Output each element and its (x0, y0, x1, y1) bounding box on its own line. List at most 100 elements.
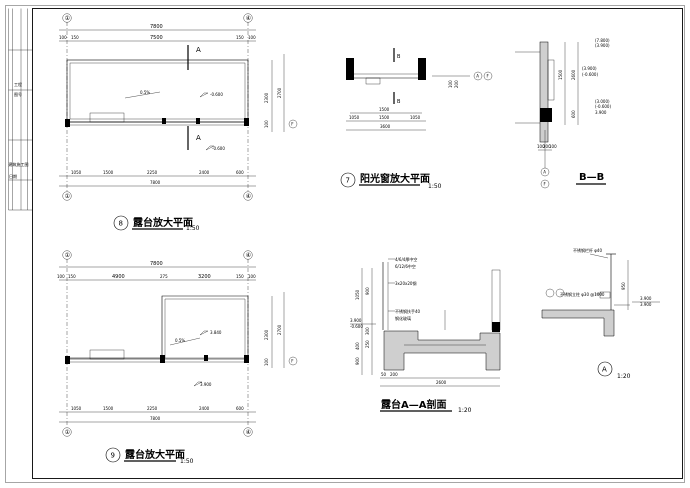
slab (540, 108, 552, 122)
dim-text: 2700 (277, 87, 282, 98)
dim-text: 1050 (349, 115, 360, 120)
parapet-section (541, 309, 615, 337)
slab-section (383, 330, 501, 371)
dim-text: 2250 (147, 170, 158, 175)
grid-bubble-1-bottom (62, 191, 72, 201)
level-label: 3.840 (210, 330, 222, 335)
dim-text: 1500 (379, 115, 390, 120)
dim-text: 300 (365, 327, 370, 335)
grid-bubble-f (288, 119, 298, 129)
dim-text: 2300 (264, 329, 269, 340)
dim-text: 2400 (199, 170, 210, 175)
drawing-title: 阳光窗放大平面 (360, 172, 430, 185)
dim-total: 3600 (380, 124, 391, 129)
note-text: 不锈钢栏杆 φ40 (573, 247, 602, 253)
grid-label: ④ (246, 429, 251, 436)
level-label: 3.900 (200, 382, 212, 387)
dim-text: 600 (236, 406, 244, 411)
section-b-b: 1500 2600 600 (7.800) (3.900) (3.000) (-… (515, 38, 611, 189)
planter (89, 349, 125, 360)
grid-bubble-f (540, 179, 550, 189)
level-label: 3.900 (640, 302, 652, 307)
grid-label: ④ (246, 193, 251, 200)
section-mark: B (397, 54, 401, 60)
dim-text: 2300 (264, 92, 269, 103)
drawing-title: 露台放大平面 (125, 448, 185, 461)
wall-post (162, 118, 166, 124)
window-plan-7: B B A F 100 200 1500 1050 1500 1050 3600… (340, 48, 493, 190)
grid-label: F (291, 122, 294, 127)
wall-post (196, 118, 200, 124)
drawing-scale: 1:20 (458, 407, 472, 414)
level-label: -0.600 (350, 324, 363, 329)
grid-bubble-1-bottom (62, 427, 72, 437)
drawing-scale: 1:50 (186, 225, 200, 232)
dim-text: 100 (448, 80, 453, 88)
grid-bubble-f (483, 71, 493, 81)
outer-border (5, 5, 685, 483)
dim-text: 100 (537, 144, 545, 149)
grid-label: A (476, 74, 479, 79)
drawing-scale: 1:20 (617, 373, 631, 380)
dim-text: 200 (454, 80, 459, 88)
dim-text: 100 (59, 35, 67, 40)
level-label: -0.600 (210, 92, 223, 97)
level-label: -0.600 (212, 146, 225, 151)
dim-total: 7800 (150, 180, 161, 185)
drawing-number-circle (105, 447, 121, 463)
dim-text: 150 (236, 35, 244, 40)
drawing-number-circle (113, 215, 129, 231)
dim-total: 7800 (150, 416, 161, 421)
plan-9: ① ④ ① ④ 7800 100 150 4900 275 3200 150 1… (57, 250, 298, 465)
dim-text: 250 (365, 340, 370, 348)
dim-text: 900 (365, 287, 370, 295)
wall-post (204, 355, 208, 361)
level-label: (3.900) (582, 66, 597, 71)
callout-circle (555, 288, 565, 298)
dim-text: 200 (543, 144, 551, 149)
title-block: 工程 图号 建筑施工图 日期 (8, 8, 33, 211)
detail-a: 950 不锈钢栏杆 φ40 不锈钢立柱 φ30 @1000 3.900 3.90… (541, 247, 660, 380)
grid-label: ① (65, 193, 70, 200)
inner-border (32, 8, 683, 479)
slope-label: 0.5% (175, 338, 185, 343)
grid-bubble-4-bottom (243, 191, 253, 201)
terrace-inner (69, 62, 246, 120)
grid-label: ① (65, 429, 70, 436)
dim-text: 200 (390, 372, 398, 377)
wall-section (539, 41, 549, 143)
wall (346, 58, 354, 80)
note-text: 6/12/6中空 (395, 263, 416, 269)
terrace-outline (66, 59, 249, 123)
titleblock-text-2: 图号 (14, 91, 22, 97)
grid-label: F (291, 359, 294, 364)
wall-post (65, 356, 70, 364)
grid-label: ④ (246, 252, 251, 259)
grid-label: F (544, 182, 547, 187)
detail-label: A (602, 366, 607, 374)
drawing-title: 露台A—A剖面 (381, 398, 446, 411)
drawing-number-circle (340, 172, 356, 188)
dim-text: 1050 (410, 115, 421, 120)
grid-bubble-a (473, 71, 483, 81)
drawing-number: 8 (119, 220, 123, 228)
callout-circle (545, 288, 555, 298)
plan-8: ① ④ ① ④ 7800 100 150 7500 150 100 A A (59, 13, 298, 232)
drawing-scale: 1:50 (428, 183, 442, 190)
dim-text: 1050 (71, 170, 82, 175)
dim-text: 2600 (571, 69, 576, 80)
wall-post (244, 118, 249, 126)
dim-text: 275 (160, 274, 168, 279)
dim-text: 1050 (71, 406, 82, 411)
dim-text: 2400 (199, 406, 210, 411)
grid-label: ① (65, 252, 70, 259)
wall (418, 58, 426, 80)
detail-circle (597, 361, 613, 377)
level-label: (-0.600) (582, 72, 598, 77)
dim-text: 150 (68, 274, 76, 279)
titleblock-text-1: 工程 (14, 81, 22, 87)
level-label: 3.900 (595, 110, 607, 115)
slope-label: 0.5% (140, 90, 150, 95)
grid-bubble-f (288, 356, 298, 366)
